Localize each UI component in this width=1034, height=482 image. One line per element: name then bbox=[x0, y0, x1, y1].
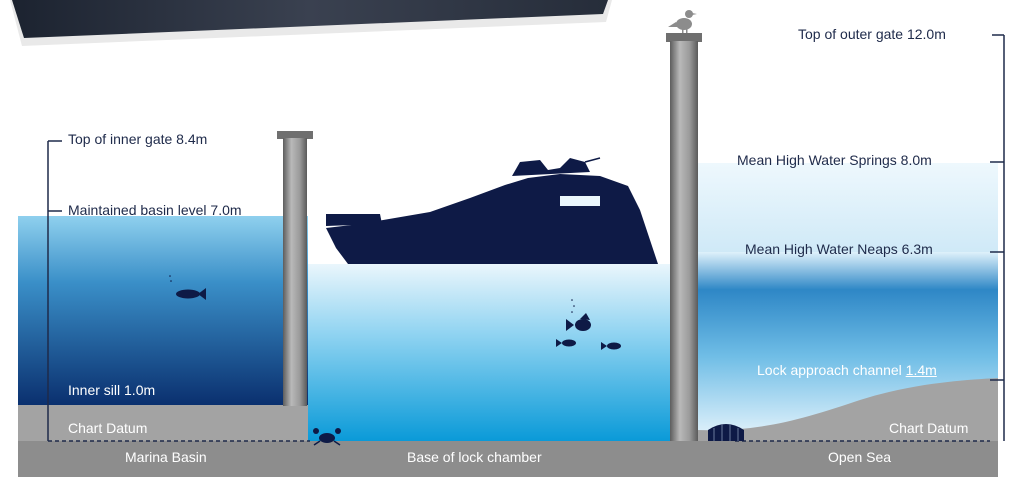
label-chart-datum-right: Chart Datum bbox=[889, 420, 968, 436]
label-top-outer-gate: Top of outer gate 12.0m bbox=[798, 26, 946, 42]
zone-open-sea: Open Sea bbox=[828, 449, 891, 465]
seagull-icon bbox=[668, 10, 697, 33]
lock-approach-channel-value: 1.4m bbox=[906, 362, 937, 378]
zone-lock-chamber-base: Base of lock chamber bbox=[407, 449, 542, 465]
marina-basin-water bbox=[18, 216, 308, 406]
label-inner-sill: Inner sill 1.0m bbox=[68, 382, 155, 398]
sea-springs-band bbox=[696, 163, 998, 253]
photo-strip bbox=[10, 0, 612, 46]
label-chart-datum-left: Chart Datum bbox=[68, 420, 147, 436]
yacht-icon bbox=[326, 158, 658, 264]
label-mean-high-water-neaps: Mean High Water Neaps 6.3m bbox=[745, 241, 933, 257]
lock-approach-channel-text: Lock approach channel bbox=[757, 362, 902, 378]
label-lock-approach-channel: Lock approach channel 1.4m bbox=[757, 362, 937, 378]
label-maintained-basin-level: Maintained basin level 7.0m bbox=[68, 202, 242, 218]
lock-chamber-water bbox=[308, 264, 670, 441]
marina-basin-seabed bbox=[18, 405, 308, 441]
outer-gate bbox=[666, 33, 702, 441]
zone-marina-basin: Marina Basin bbox=[125, 449, 207, 465]
label-top-inner-gate: Top of inner gate 8.4m bbox=[68, 131, 207, 147]
label-mean-high-water-springs: Mean High Water Springs 8.0m bbox=[737, 152, 932, 168]
